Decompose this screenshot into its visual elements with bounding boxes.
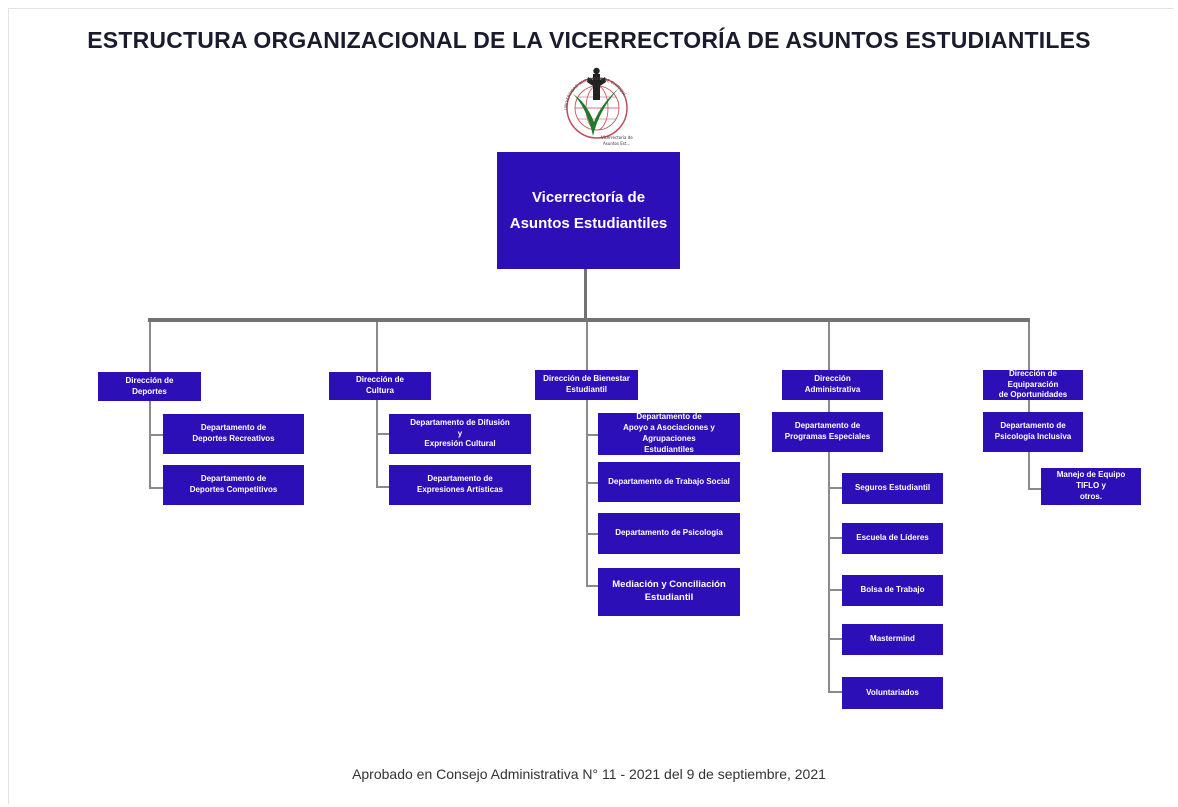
- connector-administrativa-top: [828, 400, 830, 412]
- logo-caption-line2: Asuntos Est...: [603, 141, 630, 146]
- node-direccion-bienestar[interactable]: Dirección de Bienestar Estudiantil: [535, 370, 638, 400]
- node-trabajo-social[interactable]: Departamento de Trabajo Social: [598, 462, 740, 502]
- node-programas-especiales[interactable]: Departamento de Programas Especiales: [772, 412, 883, 452]
- connector-main-bar: [148, 318, 1030, 322]
- connector-cultura-expresiones: [376, 486, 389, 488]
- node-direccion-deportes[interactable]: Dirección de Deportes: [98, 372, 201, 401]
- connector-tiflo: [1028, 488, 1041, 490]
- node-equipo-tiflo[interactable]: Manejo de Equipo TIFLO y otros.: [1041, 468, 1141, 505]
- connector-deportes-competitivos: [149, 487, 163, 489]
- node-direccion-cultura[interactable]: Dirección de Cultura: [329, 372, 431, 400]
- connector-deportes-vertical: [149, 401, 151, 488]
- connector-drop-equiparacion: [1028, 322, 1030, 370]
- node-seguros-estudiantil[interactable]: Seguros Estudiantil: [842, 473, 943, 504]
- approval-footer: Aprobado en Consejo Administrativa N° 11…: [352, 766, 826, 782]
- node-deportes-competitivos[interactable]: Departamento de Deportes Competitivos: [163, 465, 304, 505]
- node-psicologia[interactable]: Departamento de Psicología: [598, 513, 740, 554]
- university-logo: UNIVERSIDAD AUTÓNOMA DE CHIRIQUÍ Vicerre…: [563, 67, 633, 146]
- page-title: ESTRUCTURA ORGANIZACIONAL DE LA VICERREC…: [87, 27, 1091, 53]
- connector-bienestar-vertical: [586, 400, 588, 586]
- node-mediacion-conciliacion[interactable]: Mediación y Conciliación Estudiantil: [598, 568, 740, 616]
- node-difusion-cultural[interactable]: Departamento de Difusión y Expresión Cul…: [389, 414, 531, 454]
- connector-deportes-recreativos: [149, 434, 163, 436]
- node-bolsa-trabajo[interactable]: Bolsa de Trabajo: [842, 575, 943, 606]
- connector-lideres: [828, 537, 842, 539]
- node-voluntariados[interactable]: Voluntariados: [842, 677, 943, 709]
- connector-equiparacion-top: [1028, 400, 1030, 412]
- connector-root-trunk: [584, 269, 587, 320]
- connector-bienestar-psicologia: [586, 533, 598, 535]
- connector-programas-vertical: [828, 452, 830, 692]
- connector-mastermind: [828, 638, 842, 640]
- connector-bienestar-trabajo-social: [586, 482, 598, 484]
- connector-drop-deportes: [149, 322, 151, 372]
- node-apoyo-asociaciones[interactable]: Departamento de Apoyo a Asociaciones y A…: [598, 412, 740, 455]
- connector-cultura-difusion: [376, 433, 389, 435]
- node-expresiones-artisticas[interactable]: Departamento de Expresiones Artísticas: [389, 465, 531, 505]
- connector-drop-cultura: [376, 322, 378, 372]
- node-direccion-administrativa[interactable]: Dirección Administrativa: [782, 370, 883, 400]
- connector-tiflo-vertical: [1028, 452, 1030, 489]
- node-deportes-recreativos[interactable]: Departamento de Deportes Recreativos: [163, 414, 304, 454]
- node-psicologia-inclusiva[interactable]: Departamento de Psicología Inclusiva: [983, 412, 1083, 452]
- connector-bienestar-apoyo: [586, 434, 598, 436]
- node-vicerrectoria[interactable]: Vicerrectoría de Asuntos Estudiantiles: [497, 152, 680, 269]
- connector-voluntariados: [828, 691, 842, 693]
- connector-bolsa: [828, 589, 842, 591]
- connector-drop-administrativa: [828, 322, 830, 370]
- connector-seguros: [828, 487, 842, 489]
- connector-bienestar-mediacion: [586, 585, 598, 587]
- logo-caption-line1: Vicerrectoría de: [601, 135, 633, 140]
- node-direccion-equiparacion[interactable]: Dirección de Equiparación de Oportunidad…: [983, 369, 1083, 400]
- connector-cultura-vertical: [376, 400, 378, 487]
- node-mastermind[interactable]: Mastermind: [842, 624, 943, 655]
- connector-drop-bienestar: [586, 322, 588, 370]
- node-escuela-lideres[interactable]: Escuela de Líderes: [842, 523, 943, 554]
- page-frame: [8, 8, 1174, 804]
